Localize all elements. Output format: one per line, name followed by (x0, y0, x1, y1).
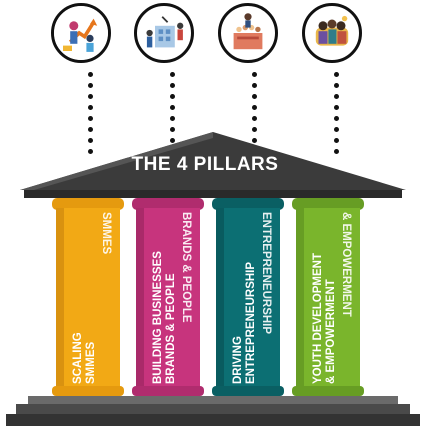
connector-dot (252, 127, 257, 132)
connector-dot (88, 105, 93, 110)
connector-dot (88, 127, 93, 132)
mirrored-text-4: & EMPOWERMENT (340, 212, 352, 317)
connector-dot (252, 83, 257, 88)
connector-dot (252, 116, 257, 121)
base-step-2 (16, 404, 410, 414)
connector-dot (88, 138, 93, 143)
connector-dot (170, 127, 175, 132)
pillar-youth-development (292, 198, 364, 396)
pillar-scaling-smmes (52, 198, 124, 396)
office-team-icon (134, 3, 194, 63)
connector-dot (334, 149, 339, 154)
connector-dot (334, 72, 339, 77)
roof (20, 132, 406, 190)
pillar-driving-entrepreneurship (212, 198, 284, 396)
connector-dot (88, 72, 93, 77)
dotted-connector-1 (88, 72, 94, 168)
connector-dot (334, 127, 339, 132)
base-step-3 (6, 414, 420, 426)
connector-dot (88, 94, 93, 99)
diagram-title: THE 4 PILLARS (131, 154, 279, 175)
connector-dot (88, 83, 93, 88)
connector-dot (88, 116, 93, 121)
connector-dot (170, 116, 175, 121)
connector-dot (170, 105, 175, 110)
connector-dot (252, 105, 257, 110)
mirrored-text-1: SMMES (100, 212, 112, 255)
connector-dot (334, 138, 339, 143)
connector-dot (170, 94, 175, 99)
pillar-4-label: YOUTH DEVELOPMENT& EMPOWERMENT (312, 253, 337, 384)
support-hands-icon (218, 3, 278, 63)
youth-group-icon (302, 3, 362, 63)
connector-dot (170, 83, 175, 88)
growth-team-icon (51, 3, 111, 63)
roof-base (24, 190, 402, 198)
connector-dot (252, 94, 257, 99)
base-step-1 (28, 396, 398, 404)
connector-dot (334, 116, 339, 121)
connector-dot (88, 149, 93, 154)
connector-dot (252, 72, 257, 77)
mirrored-text-3: ENTREPRENEURSHIP (260, 212, 272, 335)
dotted-connector-4 (334, 72, 340, 168)
connector-dot (170, 138, 175, 143)
pillar-building-businesses (132, 198, 204, 396)
mirrored-text-2: BRANDS & PEOPLE (180, 212, 192, 323)
connector-dot (334, 94, 339, 99)
connector-dot (334, 83, 339, 88)
connector-dot (170, 72, 175, 77)
connector-dot (334, 105, 339, 110)
connector-dot (252, 138, 257, 143)
